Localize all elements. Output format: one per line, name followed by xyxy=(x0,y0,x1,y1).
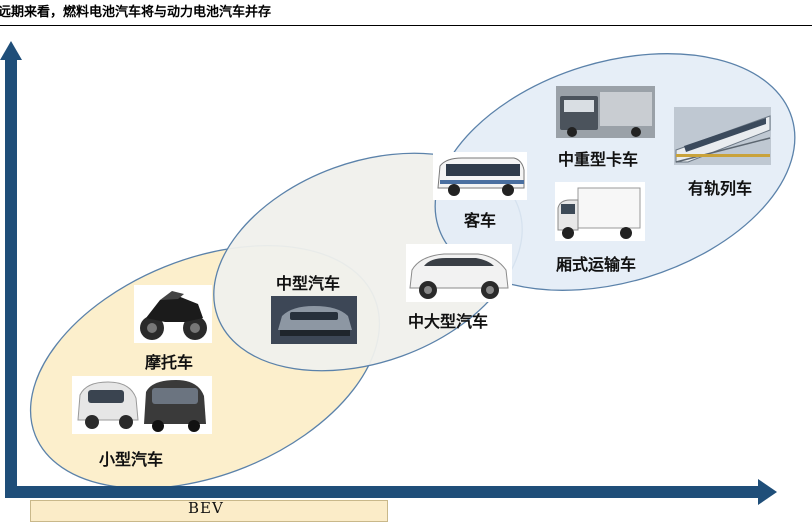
header-bar: 远期来看，燃料电池汽车将与动力电池汽车并存 xyxy=(0,0,812,26)
bus-picture xyxy=(433,152,527,200)
box-truck-picture xyxy=(555,182,645,241)
rail-train-picture xyxy=(674,107,771,165)
label-mid-car: 中型汽车 xyxy=(276,274,341,293)
small-cars-picture xyxy=(72,376,212,434)
label-rail: 有轨列车 xyxy=(688,179,753,198)
mid-car-picture xyxy=(271,296,357,344)
label-motorcycle: 摩托车 xyxy=(145,353,194,372)
heavy-truck-picture xyxy=(556,86,655,138)
header-title: 远期来看，燃料电池汽车将与动力电池汽车并存 xyxy=(0,5,272,20)
y-axis xyxy=(0,41,22,498)
bev-label: BEV xyxy=(188,499,224,517)
label-small-car: 小型汽车 xyxy=(99,450,164,469)
label-box-truck: 厢式运输车 xyxy=(556,255,637,274)
label-bus: 客车 xyxy=(464,211,497,230)
suv-picture xyxy=(406,244,512,302)
motorcycle-picture xyxy=(134,285,212,343)
label-heavy-truck: 中重型卡车 xyxy=(558,150,639,169)
label-large-car: 中大型汽车 xyxy=(408,312,489,331)
diagram-canvas xyxy=(0,41,796,505)
x-axis xyxy=(5,479,777,505)
